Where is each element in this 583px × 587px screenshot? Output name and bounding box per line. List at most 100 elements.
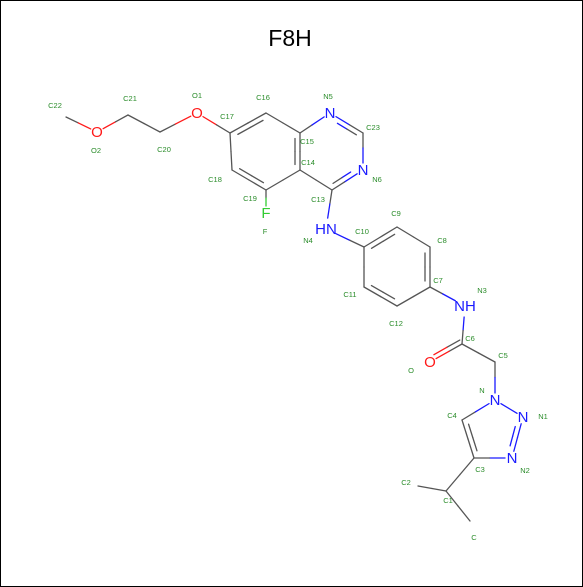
bond-line <box>412 236 431 248</box>
bond-N5-C23 <box>335 115 364 136</box>
bond-C12-C11 <box>363 284 398 307</box>
bond-line <box>461 411 477 421</box>
bond-line <box>396 226 415 238</box>
atom-index-label: C8 <box>437 236 447 245</box>
bond-N-N1 <box>500 402 518 415</box>
bond-C19-C18 <box>231 168 267 191</box>
atom-index-label: C7 <box>433 276 443 285</box>
bond-C15-N5 <box>299 116 325 134</box>
bond-line <box>315 179 333 191</box>
atom-index-label: C13 <box>311 195 325 204</box>
bond-line <box>250 175 265 184</box>
bond-C13-N4 <box>327 189 333 219</box>
bond-line <box>370 240 384 249</box>
bond-line <box>265 179 284 191</box>
bond-C21-C20 <box>127 114 161 133</box>
atom-index-label: C11 <box>343 290 356 299</box>
atom-symbol: O <box>424 354 436 371</box>
atom-c14: C14 <box>301 158 315 167</box>
bond-line <box>332 177 343 185</box>
bond-line <box>336 122 348 130</box>
bond-line <box>335 115 351 126</box>
bond-C8-C7 <box>424 246 431 288</box>
atom-index-label: C2 <box>401 478 411 487</box>
atom-index-label: C12 <box>389 319 403 328</box>
bond-C4-N <box>461 402 490 421</box>
atom-c11: C11 <box>343 290 356 299</box>
atom-f: FF <box>261 205 270 236</box>
bond-line <box>370 284 384 293</box>
bond-line <box>429 286 444 295</box>
atom-index-label: N3 <box>477 286 487 295</box>
bond-line <box>433 346 448 356</box>
bond-line <box>417 485 433 490</box>
atom-layer: C22OO2C21C20OO1C17C16C15NN5C23NN6C13C14C… <box>48 91 548 542</box>
atom-c13: C13 <box>311 195 325 204</box>
atom-c23: C23 <box>366 123 380 132</box>
bond-N6-C13 <box>331 171 358 191</box>
bond-C3-C1 <box>445 457 475 492</box>
bond-C14-C19 <box>265 169 301 191</box>
bond-line <box>65 116 79 124</box>
atom-index-label: C15 <box>300 137 314 146</box>
bond-line <box>231 169 250 181</box>
atom-c19: C19 <box>243 194 257 203</box>
bond-line <box>474 402 490 413</box>
bond-line <box>363 286 382 298</box>
atom-index-label: O <box>408 366 414 375</box>
atom-symbol: O <box>91 124 103 141</box>
bond-line <box>363 236 382 248</box>
bond-line <box>513 436 519 452</box>
bond-line <box>238 168 253 177</box>
atom-index-label: C <box>471 533 477 542</box>
bond-line <box>247 112 267 124</box>
atom-c22: C22 <box>48 101 62 110</box>
bond-C1-C2 <box>417 485 447 492</box>
bond-C3-C4 <box>461 419 478 459</box>
bond-line <box>341 171 352 179</box>
bond-line <box>282 122 301 134</box>
atom-o: OO <box>408 354 436 375</box>
bond-line <box>461 329 464 345</box>
atom-c9: C9 <box>391 209 401 218</box>
atom-index-label: N6 <box>372 175 382 184</box>
atom-symbol: HN <box>315 221 337 238</box>
bond-N4-C10 <box>335 233 365 248</box>
bond-O1-C17 <box>202 115 231 134</box>
atom-index-label: C10 <box>355 227 369 236</box>
bond-line <box>335 233 351 242</box>
bond-C6-O <box>433 339 463 360</box>
bond-C6-C5 <box>461 343 496 363</box>
bond-line <box>462 316 465 332</box>
bond-N1-N2 <box>509 423 522 452</box>
bond-line <box>327 203 331 219</box>
bond-line <box>461 343 480 354</box>
atom-index-label: C16 <box>256 93 270 102</box>
bond-line <box>446 339 461 349</box>
bond-C10-C9 <box>363 226 398 249</box>
bond-line <box>459 457 475 476</box>
atom-c1: C1 <box>443 496 453 505</box>
bond-line <box>516 423 522 439</box>
atom-c7: C7 <box>433 276 443 285</box>
bond-line <box>412 286 431 298</box>
atom-symbol: N <box>358 162 369 179</box>
atom-c6: C6 <box>465 334 475 343</box>
atom-c: C <box>471 533 477 542</box>
atom-symbol: N <box>507 450 518 467</box>
bond-line <box>249 119 264 129</box>
atom-index-label: N4 <box>303 236 313 245</box>
atom-c21: C21 <box>123 94 137 103</box>
bond-C18-C17 <box>229 132 233 171</box>
atom-index-label: C4 <box>447 411 457 420</box>
atom-c18: C18 <box>208 175 222 184</box>
bond-line <box>237 126 252 136</box>
bond-C13-C14 <box>299 169 333 191</box>
bond-line <box>202 115 218 126</box>
bond-layer <box>65 112 522 522</box>
bond-line <box>472 436 478 452</box>
